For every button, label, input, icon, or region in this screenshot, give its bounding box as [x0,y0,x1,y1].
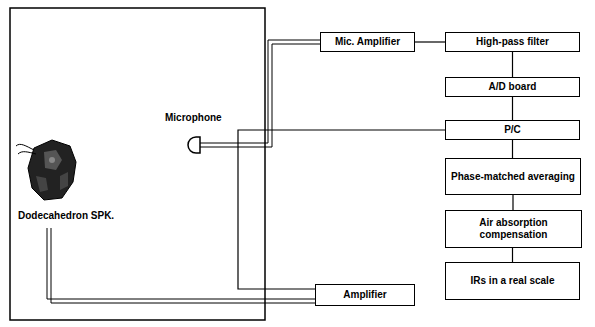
process-box: IRs in a real scale [445,262,580,300]
process-box: Mic. Amplifier [320,32,415,52]
box-label: A/D board [489,81,537,93]
microphone-cable [200,44,320,147]
box-label: High-pass filter [476,36,549,48]
process-box: Air absorption compensation [445,210,582,248]
part-label: Dodecahedron SPK. [18,210,114,222]
speaker-cable [47,228,315,299]
connector-line [512,140,513,158]
box-label: Mic. Amplifier [335,36,400,48]
connector-line [512,97,513,120]
microphone-symbol [188,137,200,153]
process-box: P/C [445,120,580,140]
connector-line [512,248,513,262]
connector-line [512,52,513,77]
dodecahedron-speaker [16,140,76,200]
microphone-cable [200,40,320,143]
process-box: A/D board [445,77,580,97]
process-box: Phase-matched averaging [445,158,581,195]
connector-line [238,130,445,289]
box-label: Phase-matched averaging [451,171,575,183]
box-label: Amplifier [343,289,386,301]
box-label: IRs in a real scale [471,275,555,287]
room-outline [10,8,265,320]
process-box: Amplifier [315,284,415,306]
part-label: Microphone [165,112,222,124]
process-box: High-pass filter [445,32,580,52]
connector-line [513,195,514,210]
connector-line [415,42,445,43]
speaker-cable [51,228,315,303]
box-label: P/C [504,124,521,136]
box-label: Air absorption compensation [450,217,577,241]
